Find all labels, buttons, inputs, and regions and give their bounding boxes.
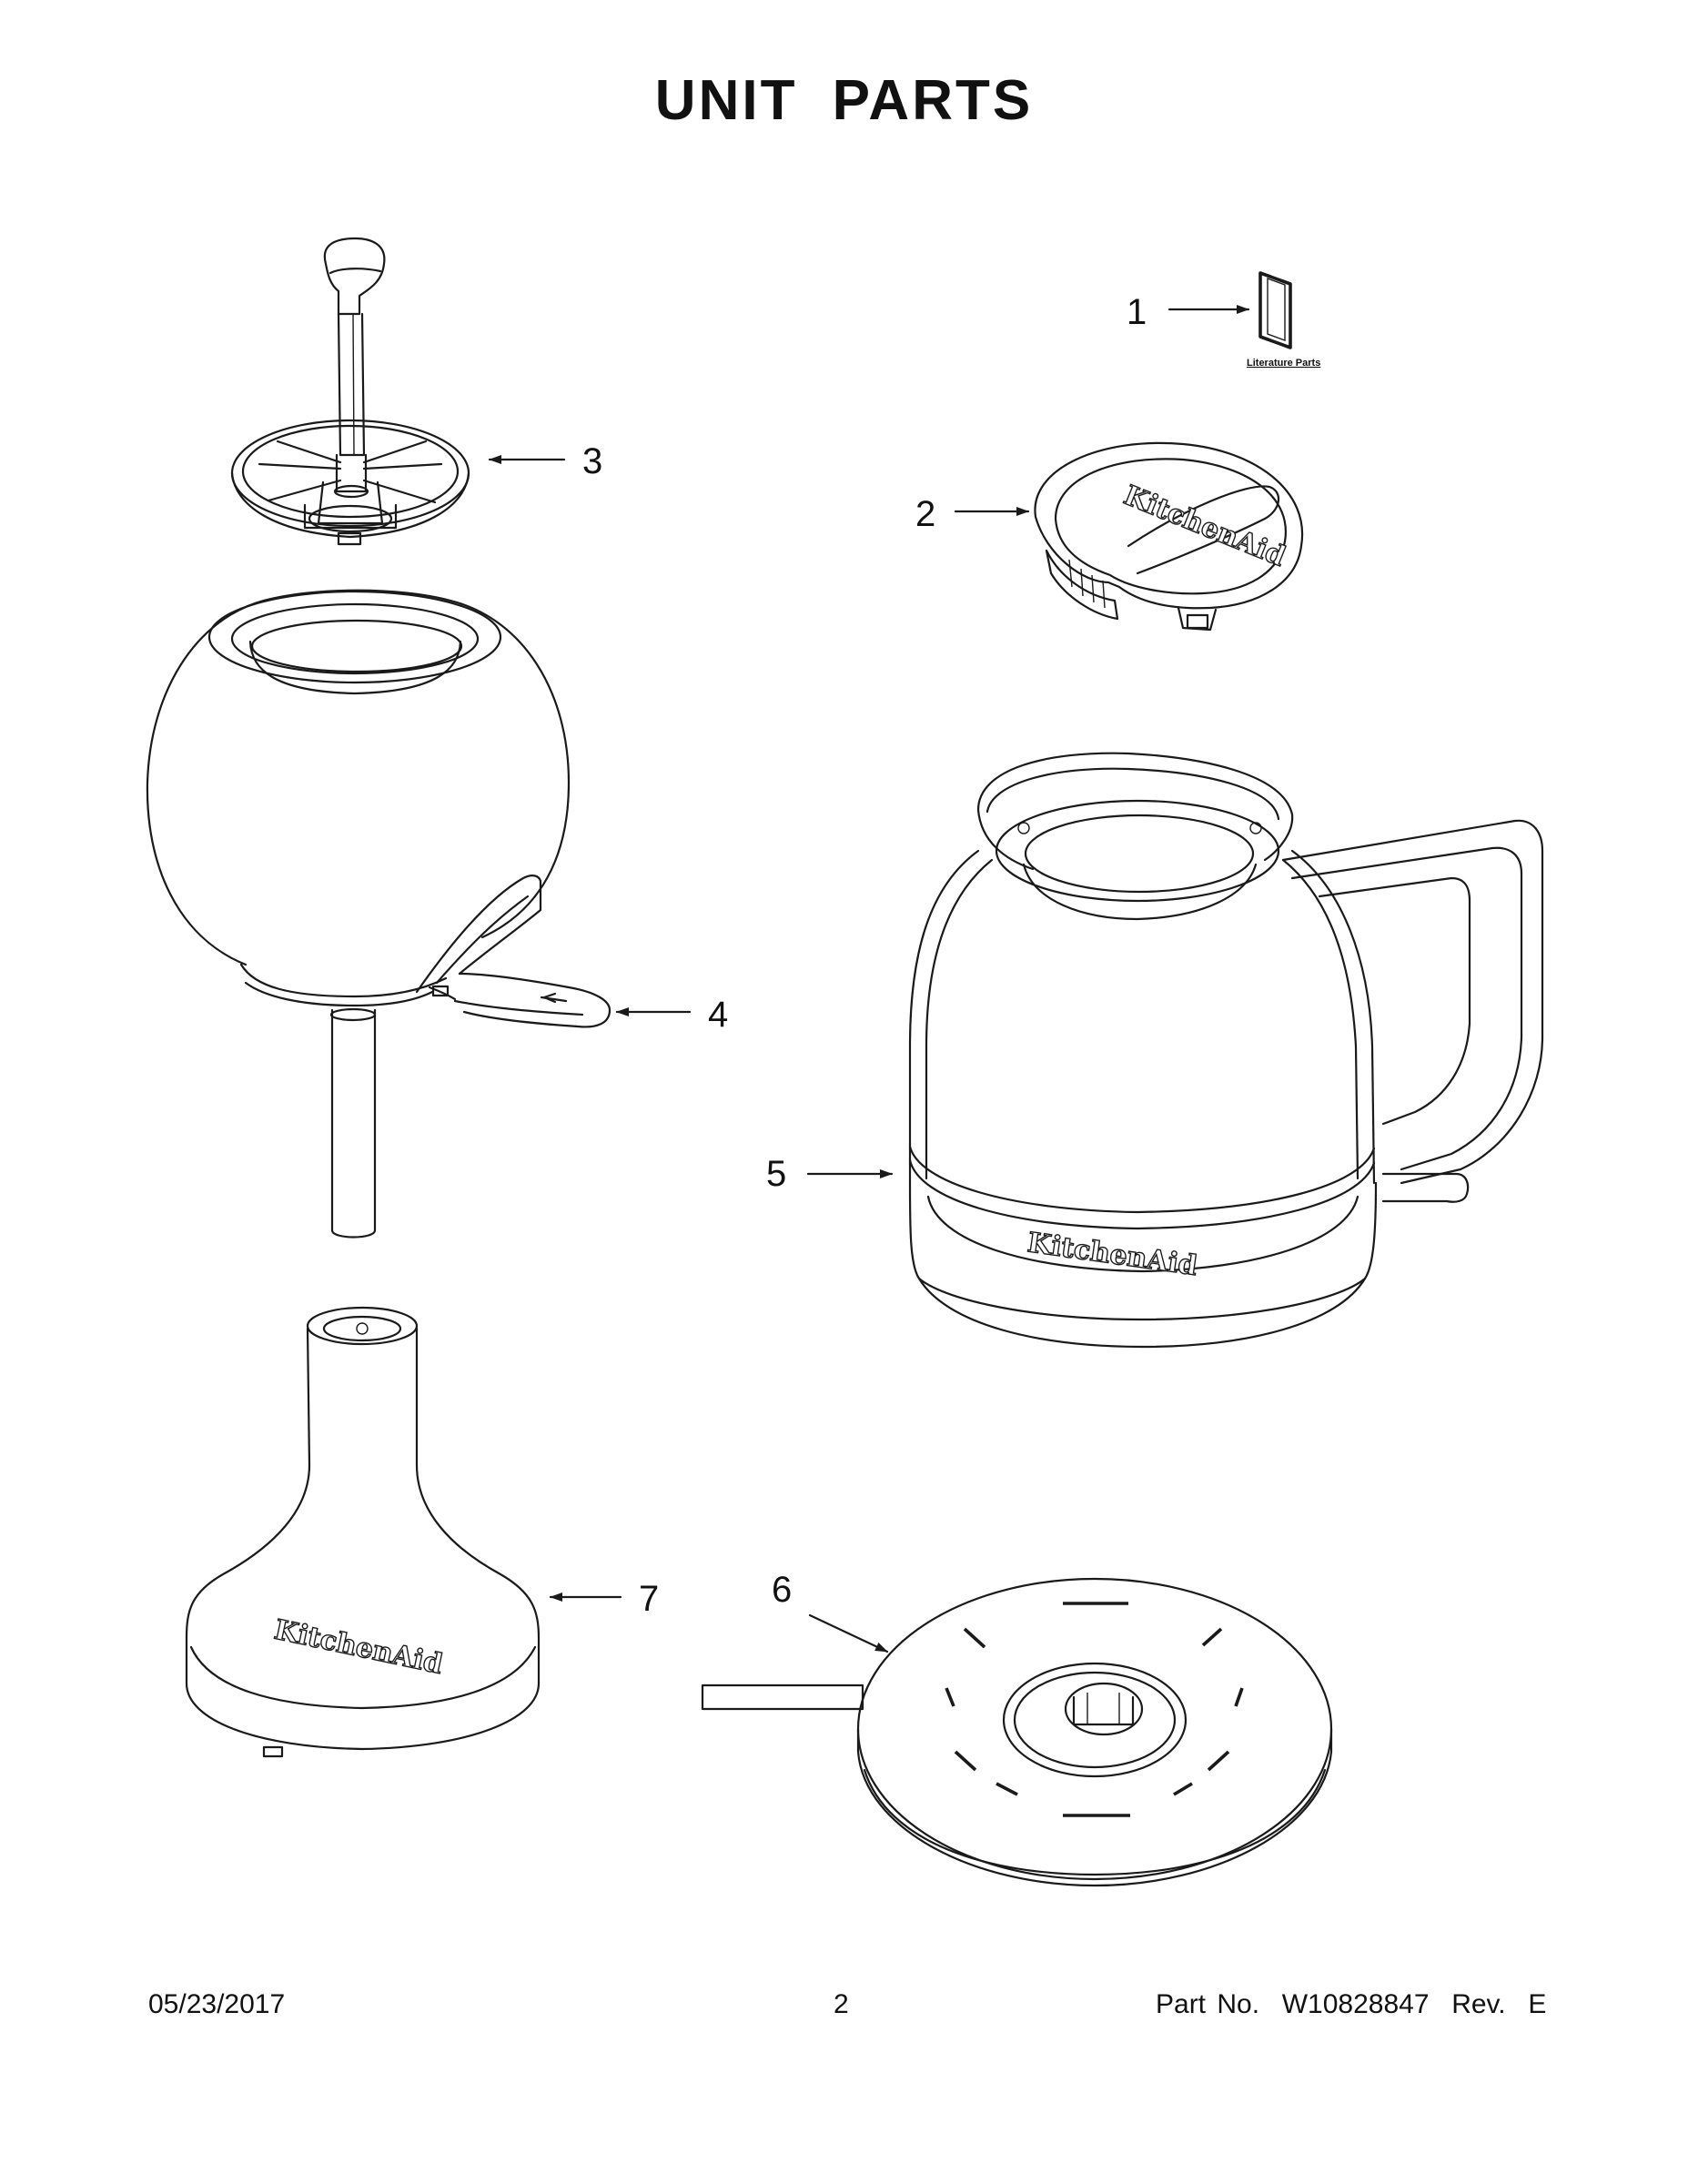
part-7-base-stand: KitchenAid <box>185 1306 541 1758</box>
literature-label: Literature Parts <box>1247 358 1320 369</box>
part-6-power-base <box>701 1577 1333 1887</box>
callout-5: 5 <box>766 1154 894 1194</box>
footer-page-number: 2 <box>834 1989 849 2019</box>
footer-date: 05/23/2017 <box>148 1989 286 2019</box>
callout-4: 4 <box>615 995 728 1035</box>
callout-1-label: 1 <box>1127 292 1147 332</box>
lid-brand-text: KitchenAid <box>1119 480 1289 573</box>
part-4-globe-body <box>146 589 612 1239</box>
callout-7-label: 7 <box>639 1579 659 1619</box>
callout-5-label: 5 <box>766 1154 786 1194</box>
footer-part-info: Part No. W10828847 Rev. E <box>1156 1989 1546 2020</box>
base-brand-text: KitchenAid <box>271 1614 445 1681</box>
callout-6: 6 <box>772 1570 889 1653</box>
footer-rev-label: Rev. <box>1451 1989 1506 2019</box>
footer-rev: E <box>1528 1989 1547 2019</box>
callout-1: 1 <box>1127 292 1250 332</box>
part-5-kettle: KitchenAid <box>908 752 1544 1349</box>
callout-7: 7 <box>549 1579 659 1619</box>
callout-2: 2 <box>915 494 1030 534</box>
page-title: UNIT PARTS <box>654 69 1034 132</box>
callout-4-label: 4 <box>708 995 728 1035</box>
callout-6-label: 6 <box>772 1570 792 1610</box>
footer-part-number: W10828847 <box>1281 1989 1430 2019</box>
callout-3-label: 3 <box>582 441 602 481</box>
callout-2-label: 2 <box>915 494 935 534</box>
kettle-brand-text: KitchenAid <box>1026 1227 1199 1282</box>
part-2-lid: KitchenAid <box>1034 441 1304 632</box>
part-3-plunger <box>230 237 470 546</box>
footer-part-label: Part No. <box>1156 1989 1260 2019</box>
callout-3: 3 <box>488 441 602 481</box>
part-1-literature: Literature Parts <box>1247 271 1320 369</box>
